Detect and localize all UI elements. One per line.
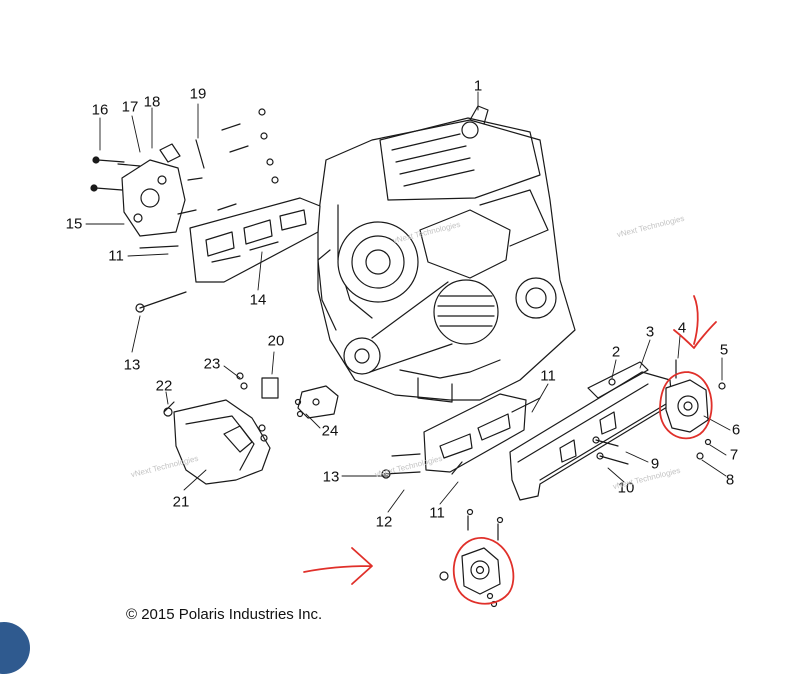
heat-shield-21 xyxy=(173,399,271,485)
annotation-arrow-upper xyxy=(673,295,717,349)
callout-17: 17 xyxy=(121,98,139,116)
bolt-set-upper-left xyxy=(90,108,279,313)
callout-24: 24 xyxy=(321,422,339,440)
annotation-circle-upper xyxy=(659,371,713,440)
left-mount-bracket xyxy=(121,143,186,237)
callout-11-left: 11 xyxy=(108,247,124,265)
callout-3: 3 xyxy=(645,323,655,341)
exploded-view-drawing xyxy=(85,91,731,608)
callout-12: 12 xyxy=(375,513,393,531)
callout-21: 21 xyxy=(172,493,190,511)
callout-15: 15 xyxy=(65,215,83,233)
cross-member-3 xyxy=(509,371,673,501)
bolts-9-10 xyxy=(592,436,629,465)
parts-diagram: 1 2 3 4 5 6 7 8 9 10 11 11 11 12 13 13 1… xyxy=(0,77,741,674)
callout-10: 10 xyxy=(617,479,635,497)
engine-mount-plate-14 xyxy=(189,197,321,283)
leader-lines xyxy=(85,91,731,513)
callout-13-left: 13 xyxy=(123,356,141,374)
callout-6: 6 xyxy=(731,421,741,439)
engine-mount-lower xyxy=(439,547,501,608)
callout-9: 9 xyxy=(650,455,660,473)
bracket-2 xyxy=(587,361,649,399)
annotation-arrow-lower xyxy=(303,547,373,585)
callout-1: 1 xyxy=(473,77,483,95)
callout-2: 2 xyxy=(611,343,621,361)
callout-8: 8 xyxy=(725,471,735,489)
callout-22: 22 xyxy=(155,377,173,395)
mount-bracket-12 xyxy=(423,393,527,473)
callout-23: 23 xyxy=(203,355,221,373)
bolts-lower-center xyxy=(381,397,541,541)
annotation-circle-lower xyxy=(452,537,515,605)
callout-16: 16 xyxy=(91,101,109,119)
copyright-notice: © 2015 Polaris Industries Inc. xyxy=(126,606,323,623)
callout-7: 7 xyxy=(729,446,739,464)
plate-24 xyxy=(294,385,339,419)
red-annotations xyxy=(303,295,717,605)
callout-11-right: 11 xyxy=(540,367,556,385)
callout-19: 19 xyxy=(189,85,207,103)
callout-5: 5 xyxy=(719,341,729,359)
engine-assembly xyxy=(317,105,576,403)
engine-mount-6 xyxy=(665,359,726,460)
callout-11-lower: 11 xyxy=(429,504,445,522)
callout-13-lower: 13 xyxy=(322,468,340,486)
small-bracket-20 xyxy=(261,377,279,399)
callout-20: 20 xyxy=(267,332,285,350)
callout-14: 14 xyxy=(249,291,267,309)
callout-4: 4 xyxy=(677,319,687,337)
callout-18: 18 xyxy=(143,93,161,111)
